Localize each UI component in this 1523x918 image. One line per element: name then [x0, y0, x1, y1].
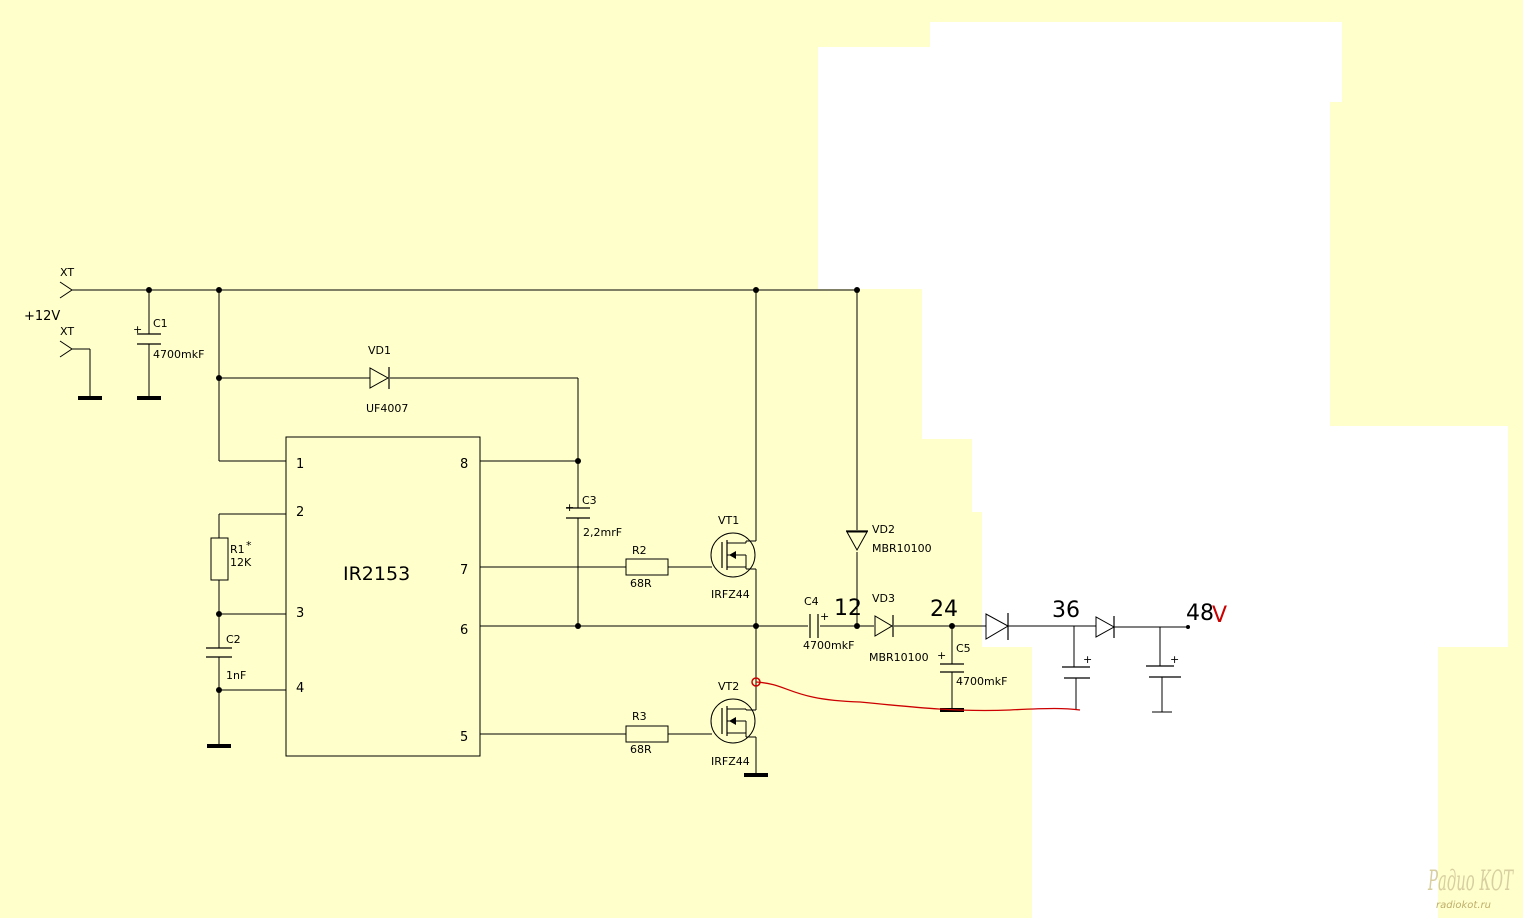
diode-vd1: VD1 UF4007	[366, 344, 408, 415]
vd3-value: MBR10100	[869, 651, 929, 664]
hand-48: 48	[1186, 601, 1214, 626]
c5-plus: +	[937, 649, 946, 662]
watermark: Радио КОТ radiokot.ru	[1427, 864, 1514, 911]
xt-connector-top: XT	[59, 266, 74, 299]
hand-c-plus-1: +	[1083, 653, 1092, 666]
c5-ref: C5	[956, 642, 971, 655]
capacitor-c3: + C3 2,2mrF	[565, 494, 622, 539]
c3-value: 2,2mrF	[583, 526, 622, 539]
capacitor-c2: C2 1nF	[206, 633, 246, 682]
r2-value: 68R	[630, 577, 652, 590]
c4-ref: C4	[804, 595, 819, 608]
c1-value: 4700mkF	[153, 348, 204, 361]
mosfet-vt2: VT2 IRFZ44	[710, 680, 756, 768]
hand-36: 36	[1052, 598, 1080, 623]
hand-drawn-multiplier: + +	[751, 613, 1190, 713]
diode-vd3: VD3 MBR10100	[869, 592, 929, 664]
ic-name: IR2153	[343, 563, 410, 585]
capacitor-c4: + C4 4700mkF	[803, 595, 854, 652]
c2-value: 1nF	[226, 669, 246, 682]
c1-plus: +	[133, 323, 142, 336]
vt1-value: IRFZ44	[711, 588, 750, 601]
ic-pin-3: 3	[296, 606, 304, 621]
c3-ref: C3	[582, 494, 597, 507]
capacitor-c1: + C1 4700mkF	[133, 317, 204, 361]
ic-pin-4: 4	[296, 681, 304, 696]
ic-ir2153: IR2153 1 2 3 4 8 7 6 5	[285, 436, 481, 757]
c1-ref: C1	[153, 317, 168, 330]
ic-pin-7: 7	[460, 563, 468, 578]
hand-48-unit: V	[1212, 603, 1227, 628]
diode-vd2: VD2 MBR10100	[846, 523, 932, 555]
vd2-value: MBR10100	[872, 542, 932, 555]
r1-ref: R1	[230, 543, 245, 556]
resistor-r2: R2 68R	[625, 544, 669, 590]
vt2-ref: VT2	[718, 680, 739, 693]
mosfet-vt1: VT1 IRFZ44	[710, 514, 756, 601]
supply-label: +12V	[24, 309, 60, 324]
xt-top-label: XT	[60, 266, 74, 279]
r1-value: 12K	[230, 556, 252, 569]
c5-value: 4700mkF	[956, 675, 1007, 688]
vt2-value: IRFZ44	[711, 755, 750, 768]
xt-connector-bottom: XT	[59, 325, 74, 358]
ic-pin-5: 5	[460, 730, 468, 745]
r1-star: *	[246, 539, 252, 552]
c3-plus: +	[565, 501, 574, 514]
ic-pin-1: 1	[296, 457, 304, 472]
xt-bottom-label: XT	[60, 325, 74, 338]
r2-ref: R2	[632, 544, 647, 557]
ic-pin-6: 6	[460, 623, 468, 638]
hand-24: 24	[930, 597, 958, 622]
erased-patches	[818, 22, 1508, 918]
c4-plus: +	[820, 610, 829, 623]
resistor-r3: R3 68R	[625, 710, 669, 756]
r3-value: 68R	[630, 743, 652, 756]
c2-ref: C2	[226, 633, 241, 646]
watermark-site: radiokot.ru	[1436, 900, 1491, 911]
vd1-value: UF4007	[366, 402, 408, 415]
ic-pin-8: 8	[460, 457, 468, 472]
ground-symbols	[78, 396, 964, 777]
hand-12: 12	[834, 596, 862, 621]
hand-c-plus-2: +	[1170, 653, 1179, 666]
vd3-ref: VD3	[872, 592, 895, 605]
vd2-ref: VD2	[872, 523, 895, 536]
vd1-ref: VD1	[368, 344, 391, 357]
r3-ref: R3	[632, 710, 647, 723]
capacitor-c5: + C5 4700mkF	[937, 642, 1007, 688]
c4-value: 4700mkF	[803, 639, 854, 652]
wires	[72, 289, 986, 776]
ic-pin-2: 2	[296, 505, 304, 520]
resistor-r1: R1 * 12K	[210, 537, 252, 581]
watermark-logo: Радио КОТ	[1427, 864, 1514, 897]
vt1-ref: VT1	[718, 514, 739, 527]
junction-dots	[146, 287, 955, 693]
